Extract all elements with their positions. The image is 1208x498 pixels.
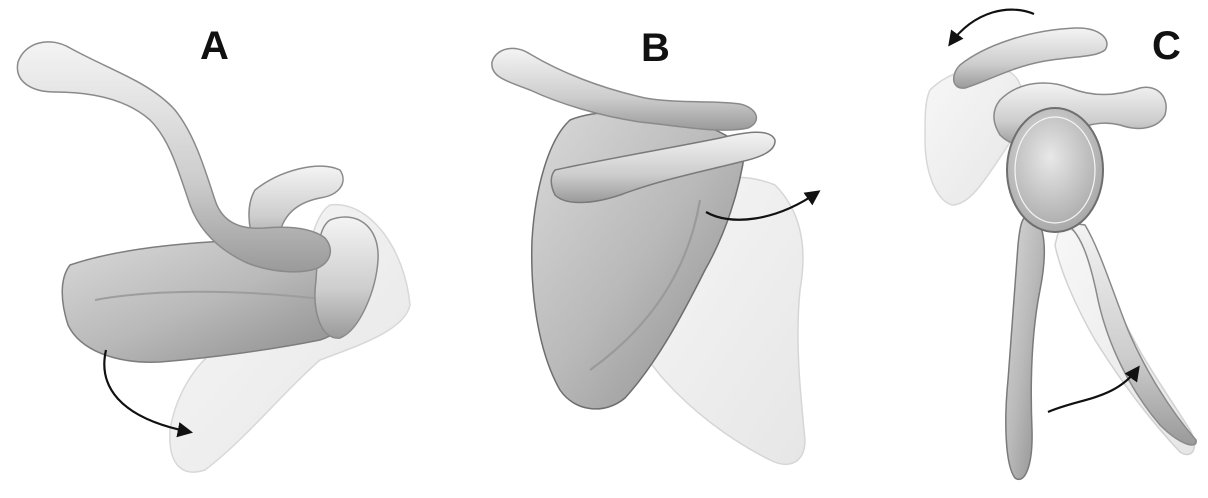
panel-c-scapula-body	[1006, 215, 1045, 479]
panel-a-label: A	[200, 26, 229, 66]
panel-c-clavicle	[954, 28, 1107, 88]
panel-c	[925, 10, 1196, 480]
panel-b-clavicle	[492, 48, 757, 130]
panel-c-label: C	[1152, 26, 1181, 66]
panel-b	[492, 48, 818, 464]
panel-c-glenoid-fossa	[1007, 108, 1103, 232]
panel-a-clavicle	[17, 42, 330, 272]
panel-a	[17, 42, 410, 472]
panel-b-label: B	[641, 28, 670, 68]
